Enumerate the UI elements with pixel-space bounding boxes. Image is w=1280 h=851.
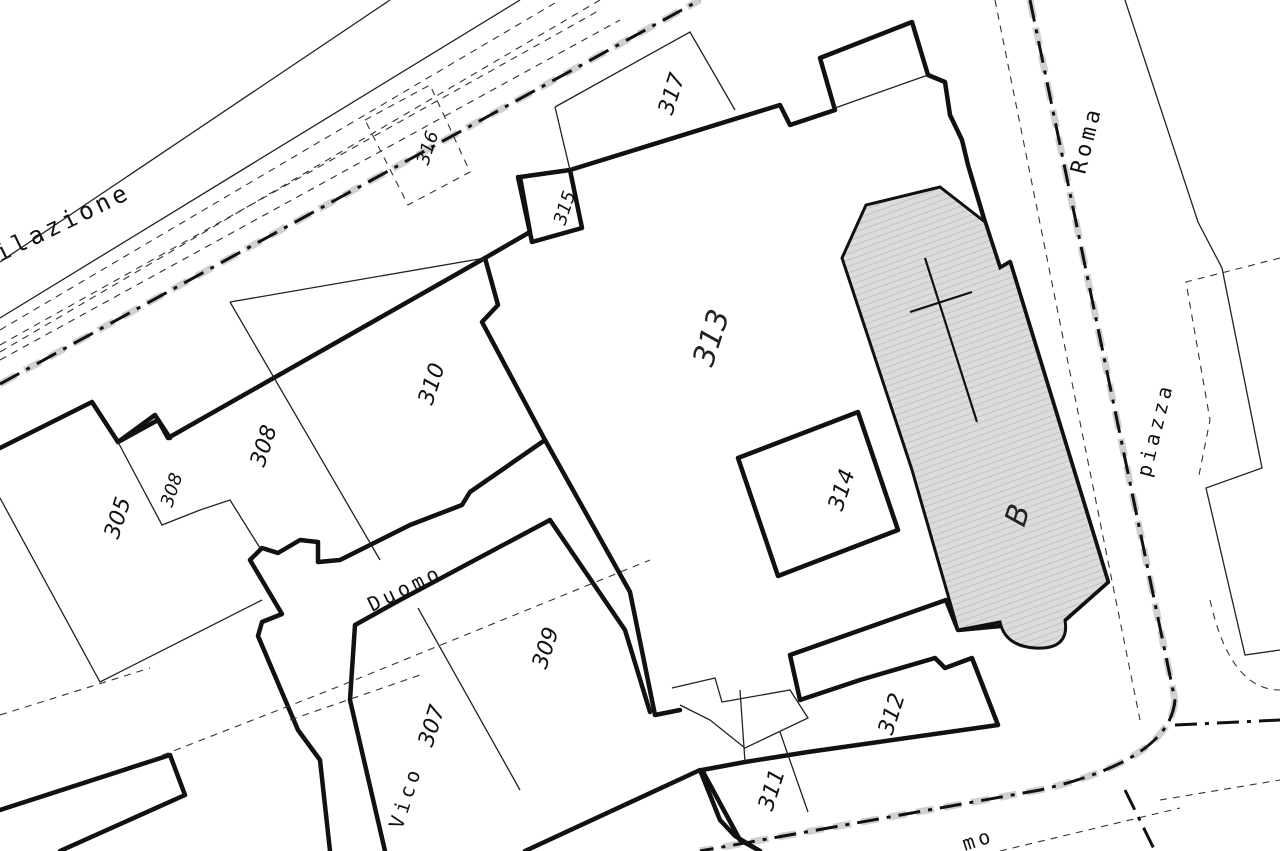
parcel-label-305: 305 — [100, 494, 137, 542]
parcel-label-307: 307 — [414, 702, 451, 750]
parcel-label-314: 314 — [824, 466, 861, 514]
street-name-roma: Roma — [1067, 103, 1108, 176]
parcel-316-outline — [364, 84, 471, 206]
building-outlines — [0, 19, 1111, 851]
parcel-label-313: 313 — [686, 305, 737, 370]
parcel-divisions — [0, 31, 929, 813]
parcel-label-306: 308 — [157, 470, 188, 509]
parcel-label-308: 308 — [246, 422, 283, 470]
parcel-label-311: 311 — [754, 766, 791, 814]
parcel-label-317: 317 — [654, 70, 691, 118]
street-name-piazza: piazza — [1132, 380, 1179, 479]
church-cross-icon — [909, 257, 979, 423]
street-name-duomo: Duomo — [364, 560, 447, 617]
parcel-label-310: 310 — [414, 360, 451, 408]
parcel-label-315: 315 — [550, 188, 581, 227]
street-name-conciliazione: ilazione — [0, 178, 135, 268]
street-name-vico: Vico — [384, 763, 427, 831]
conciliazione-street-lines — [0, 0, 702, 388]
parcel-label-309: 309 — [528, 624, 565, 672]
parcel-label-316: 316 — [413, 128, 444, 167]
street-name-bottom: mo — [959, 823, 997, 851]
parcel-label-312: 312 — [874, 690, 911, 738]
piazza-roma-lines — [699, 0, 1280, 851]
